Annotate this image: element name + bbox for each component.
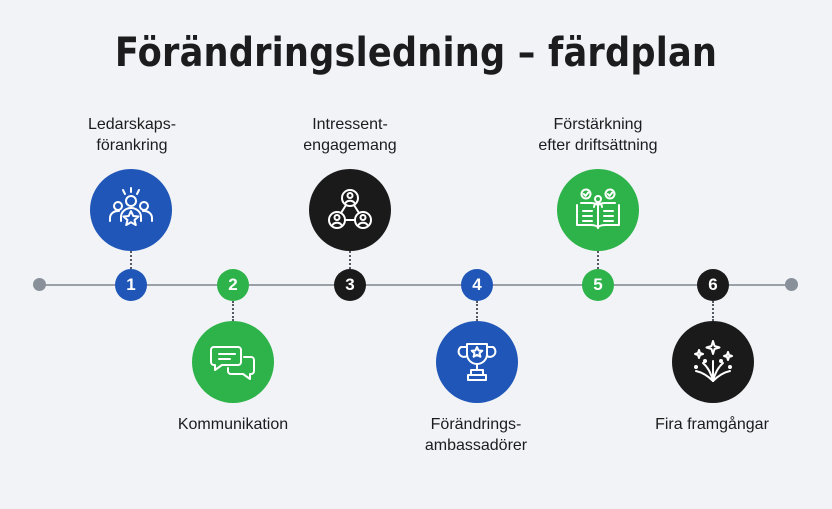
page-title: Förändringsledning – färdplan xyxy=(114,30,718,76)
timeline-end-dot xyxy=(785,278,798,291)
step-6-icon-circle xyxy=(672,321,754,403)
step-2-connector xyxy=(232,301,234,321)
step-3-label: Intressent- engagemang xyxy=(303,116,397,154)
step-5-icon-circle xyxy=(557,169,639,251)
step-5-marker: 5 xyxy=(582,269,614,301)
step-4-icon-circle xyxy=(436,321,518,403)
step-1-marker: 1 xyxy=(115,269,147,301)
leadership-star-icon xyxy=(108,187,154,226)
step-1-connector xyxy=(130,251,132,269)
timeline-start-dot xyxy=(33,278,46,291)
trophy-icon xyxy=(457,343,497,381)
step-5-connector xyxy=(597,251,599,269)
step-6-connector xyxy=(712,301,714,321)
step-3-connector xyxy=(349,251,351,269)
step-4-marker: 4 xyxy=(461,269,493,301)
step-4-label: Förändrings- ambassadörer xyxy=(424,416,528,454)
fireworks-icon xyxy=(694,340,733,382)
chat-bubbles-icon xyxy=(210,346,255,380)
step-3-marker: 3 xyxy=(334,269,366,301)
open-book-checks-icon xyxy=(576,188,620,229)
stakeholder-network-icon xyxy=(328,189,372,229)
timeline-line xyxy=(39,284,791,286)
step-6-marker: 6 xyxy=(697,269,729,301)
step-6-label: Fira framgångar xyxy=(655,416,769,433)
step-2-icon-circle xyxy=(192,321,274,403)
step-1-icon-circle xyxy=(90,169,172,251)
step-4-connector xyxy=(476,301,478,321)
step-5-label: Förstärkning efter driftsättning xyxy=(538,116,658,154)
step-1-label: Ledarskaps- förankring xyxy=(87,116,177,154)
step-2-marker: 2 xyxy=(217,269,249,301)
step-3-icon-circle xyxy=(309,169,391,251)
step-2-label: Kommunikation xyxy=(177,416,289,433)
